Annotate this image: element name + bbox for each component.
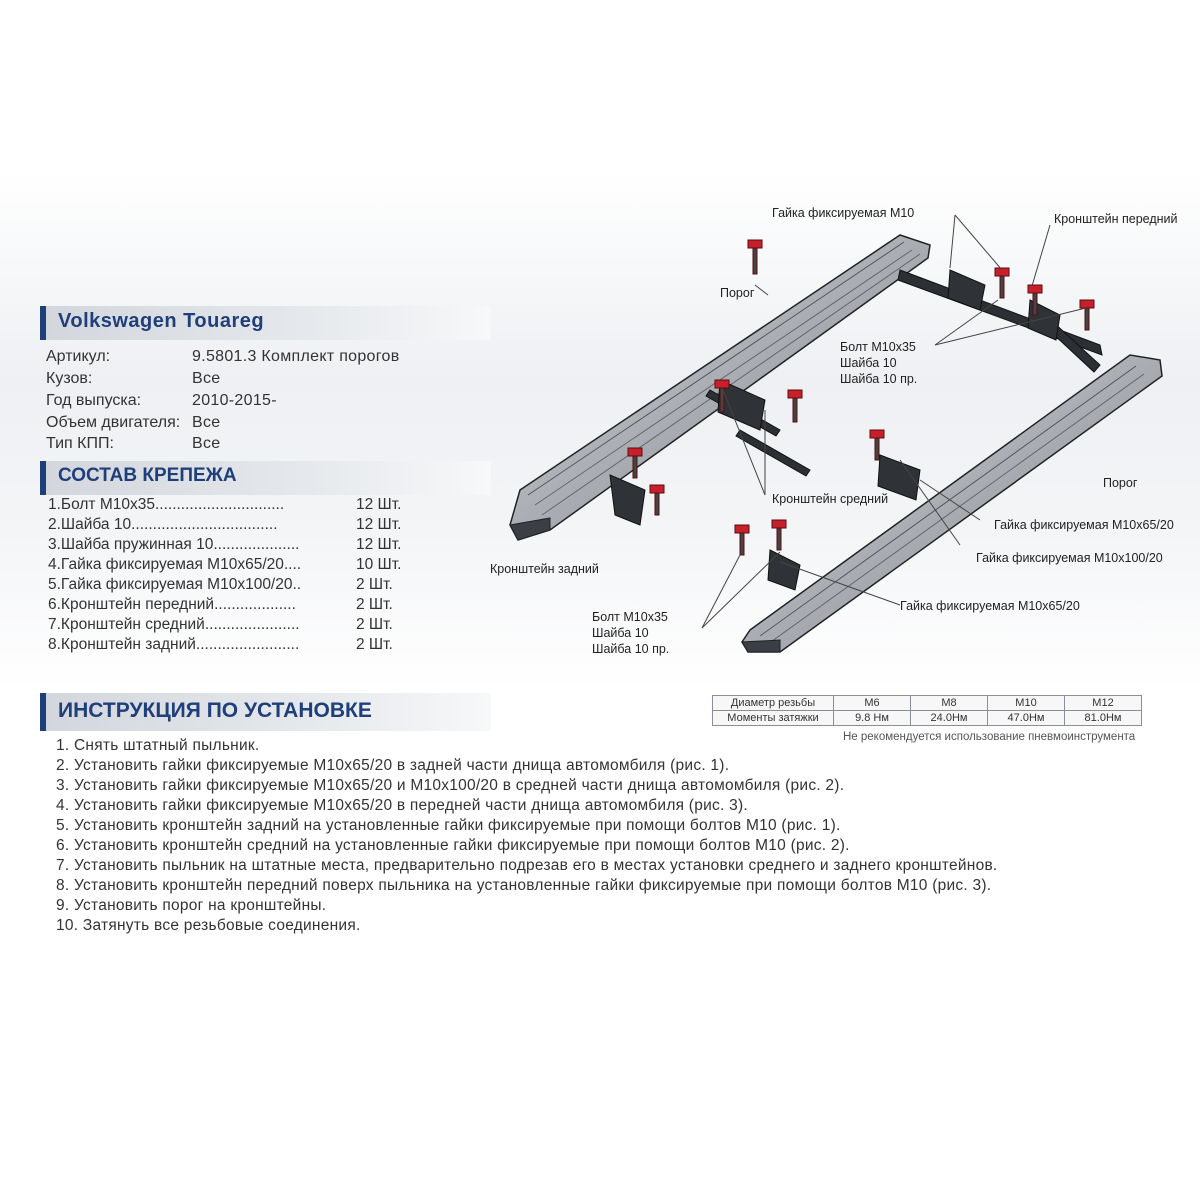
label-bracket-front: Кронштейн передний bbox=[1054, 212, 1178, 226]
bracket-rear bbox=[609, 474, 801, 591]
label-washer: Шайба 10 bbox=[592, 626, 649, 640]
instruction-line: 2. Установить гайки фиксируемые М10х65/2… bbox=[56, 757, 730, 774]
label-nut-100: Гайка фиксируемая М10х100/20 bbox=[976, 551, 1163, 565]
label-nut-65-upper: Гайка фиксируемая М10х65/20 bbox=[994, 518, 1174, 532]
parts-row: 4.Гайка фиксируемая М10х65/20.... 10 Шт. bbox=[48, 556, 428, 576]
part-qty: 2 Шт. bbox=[356, 576, 393, 593]
torque-row-label: Диаметр резьбы bbox=[712, 695, 834, 711]
label-bolt-group-top: Болт М10х35 Шайба 10 Шайба 10 пр. bbox=[840, 339, 917, 387]
parts-row: 6.Кронштейн передний................... … bbox=[48, 596, 428, 616]
info-value: Все bbox=[192, 370, 221, 387]
torque-size: М12 bbox=[1064, 695, 1142, 711]
parts-row: 3.Шайба пружинная 10....................… bbox=[48, 536, 428, 556]
label-bracket-middle: Кронштейн средний bbox=[772, 492, 889, 506]
label-spring-washer: Шайба 10 пр. bbox=[592, 642, 670, 656]
info-label: Кузов: bbox=[46, 370, 93, 387]
torque-value: 24.0Нм bbox=[910, 710, 988, 726]
part-name: 7.Кронштейн средний.....................… bbox=[48, 616, 300, 633]
part-name: 5.Гайка фиксируемая М10х100/20.. bbox=[48, 576, 302, 593]
info-value: 9.5801.3 Комплект порогов bbox=[192, 348, 400, 365]
instruction-line: 3. Установить гайки фиксируемые М10х65/2… bbox=[56, 777, 845, 794]
part-name: 6.Кронштейн передний................... bbox=[48, 596, 296, 613]
torque-size: М8 bbox=[910, 695, 988, 711]
torque-row-diameter: Диаметр резьбы М6 М8 М10 М12 bbox=[712, 695, 1142, 711]
info-value: Все bbox=[192, 435, 221, 452]
label-bolt: Болт М10х35 bbox=[592, 610, 668, 624]
parts-row: 5.Гайка фиксируемая М10х100/20.. 2 Шт. bbox=[48, 576, 428, 596]
info-value: 2010-2015- bbox=[192, 392, 277, 409]
leader-lines bbox=[701, 214, 1087, 629]
label-sill-left: Порог bbox=[720, 286, 755, 300]
part-qty: 12 Шт. bbox=[356, 516, 402, 533]
part-name: 1.Болт М10х35...........................… bbox=[48, 496, 285, 513]
label-sill-right: Порог bbox=[1103, 476, 1138, 490]
part-qty: 2 Шт. bbox=[356, 616, 393, 633]
instruction-line: 8. Установить кронштейн передний поверх … bbox=[56, 877, 992, 894]
instruction-line: 4. Установить гайки фиксируемые М10х65/2… bbox=[56, 797, 748, 814]
info-label: Артикул: bbox=[46, 348, 111, 365]
part-qty: 12 Шт. bbox=[356, 536, 402, 553]
part-name: 3.Шайба пружинная 10.................... bbox=[48, 536, 300, 553]
instructions-header: ИНСТРУКЦИЯ ПО УСТАНОВКЕ bbox=[58, 699, 372, 722]
torque-size: М6 bbox=[833, 695, 911, 711]
instruction-line: 6. Установить кронштейн средний на устан… bbox=[56, 837, 850, 854]
part-qty: 12 Шт. bbox=[356, 496, 402, 513]
part-name: 8.Кронштейн задний......................… bbox=[48, 636, 300, 653]
label-washer: Шайба 10 bbox=[840, 356, 897, 370]
parts-row: 1.Болт М10х35...........................… bbox=[48, 496, 428, 516]
label-bolt-group-bottom: Болт М10х35 Шайба 10 Шайба 10 пр. bbox=[592, 609, 669, 657]
torque-row-label: Моменты затяжки bbox=[712, 710, 834, 726]
torque-value: 9.8 Нм bbox=[833, 710, 911, 726]
instruction-line: 10. Затянуть все резьбовые соединения. bbox=[56, 917, 361, 934]
part-qty: 2 Шт. bbox=[356, 596, 393, 613]
torque-row-values: Моменты затяжки 9.8 Нм 24.0Нм 47.0Нм 81.… bbox=[712, 710, 1142, 726]
info-label: Объем двигателя: bbox=[46, 414, 181, 431]
info-label: Тип КПП: bbox=[46, 435, 114, 452]
part-qty: 2 Шт. bbox=[356, 636, 393, 653]
torque-size: М10 bbox=[987, 695, 1065, 711]
sill-right bbox=[741, 354, 1163, 653]
torque-value: 47.0Нм bbox=[987, 710, 1065, 726]
label-spring-washer: Шайба 10 пр. bbox=[840, 372, 918, 386]
instruction-line: 9. Установить порог на кронштейны. bbox=[56, 897, 327, 914]
parts-row: 7.Кронштейн средний.....................… bbox=[48, 616, 428, 636]
assembly-diagram bbox=[509, 214, 1163, 653]
torque-table: Диаметр резьбы М6 М8 М10 М12 Моменты зат… bbox=[712, 695, 1142, 726]
torque-value: 81.0Нм bbox=[1064, 710, 1142, 726]
info-value: Все bbox=[192, 414, 221, 431]
info-label: Год выпуска: bbox=[46, 392, 142, 409]
part-qty: 10 Шт. bbox=[356, 556, 402, 573]
instructions-header-bar: ИНСТРУКЦИЯ ПО УСТАНОВКЕ bbox=[40, 693, 491, 731]
parts-row: 2.Шайба 10..............................… bbox=[48, 516, 428, 536]
instruction-line: 7. Установить пыльник на штатные места, … bbox=[56, 857, 998, 874]
instruction-line: 1. Снять штатный пыльник. bbox=[56, 737, 260, 754]
instruction-line: 5. Установить кронштейн задний на устано… bbox=[56, 817, 841, 834]
page-background bbox=[0, 170, 1200, 690]
page-title: Volkswagen Touareg bbox=[58, 310, 265, 332]
label-nut-m10: Гайка фиксируемая М10 bbox=[772, 206, 915, 220]
bolts bbox=[627, 239, 1095, 556]
title-bar: Volkswagen Touareg bbox=[40, 306, 491, 340]
torque-note: Не рекомендуется использование пневмоинс… bbox=[843, 731, 1136, 743]
part-name: 4.Гайка фиксируемая М10х65/20.... bbox=[48, 556, 302, 573]
label-bolt: Болт М10х35 bbox=[840, 340, 916, 354]
label-bracket-rear: Кронштейн задний bbox=[490, 562, 599, 576]
bracket-middle bbox=[717, 379, 921, 501]
part-name: 2.Шайба 10..............................… bbox=[48, 516, 278, 533]
label-nut-65-lower: Гайка фиксируемая М10х65/20 bbox=[900, 599, 1080, 613]
parts-header: СОСТАВ КРЕПЕЖА bbox=[58, 465, 237, 486]
parts-row: 8.Кронштейн задний......................… bbox=[48, 636, 428, 656]
parts-header-bar: СОСТАВ КРЕПЕЖА bbox=[40, 461, 491, 495]
